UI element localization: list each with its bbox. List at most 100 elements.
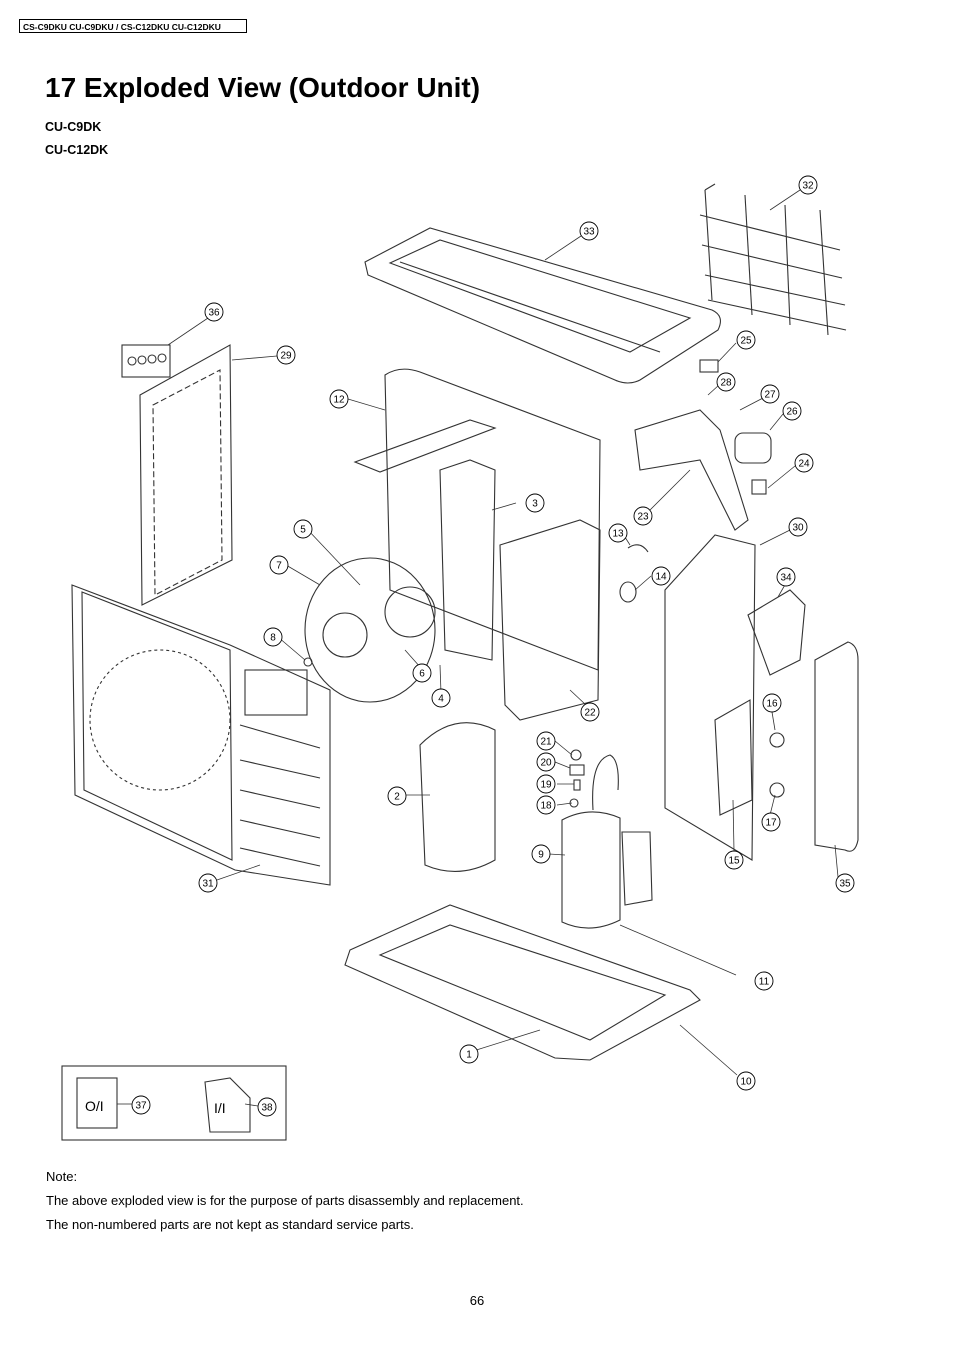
model-label-1: CU-C9DK: [45, 120, 102, 134]
svg-text:5: 5: [300, 525, 306, 536]
svg-text:9: 9: [538, 850, 544, 861]
terminal-screws: [127, 353, 167, 366]
accessories-box: [61, 1065, 287, 1141]
svg-text:12: 12: [333, 395, 345, 406]
svg-text:14: 14: [655, 572, 667, 583]
svg-text:7: 7: [276, 561, 282, 572]
electronic-controller: [751, 479, 767, 495]
model-label-2: CU-C12DK: [45, 143, 109, 157]
service-cover: [814, 641, 859, 852]
svg-text:4: 4: [438, 694, 444, 705]
svg-text:19: 19: [540, 780, 552, 791]
svg-text:17: 17: [765, 818, 777, 829]
header-model-box: CS-C9DKU CU-C9DKU / CS-C12DKU CU-C12DKU: [19, 19, 247, 33]
svg-text:27: 27: [764, 390, 776, 401]
callout-23: 23: [633, 506, 653, 526]
callout-6: 6: [412, 663, 432, 683]
callout-33: 33: [579, 221, 599, 241]
svg-text:28: 28: [720, 378, 732, 389]
callout-14: 14: [651, 566, 671, 586]
svg-text:36: 36: [208, 308, 220, 319]
valve-mounting-plate: [714, 699, 753, 816]
callout-1: 1: [459, 1044, 479, 1064]
svg-text:26: 26: [786, 407, 798, 418]
callout-19: 19: [536, 774, 556, 794]
callout-21: 21: [536, 731, 556, 751]
callout-8: 8: [263, 627, 283, 647]
svg-text:32: 32: [802, 181, 814, 192]
callout-24: 24: [794, 453, 814, 473]
svg-text:11: 11: [759, 977, 770, 988]
base-pan: [344, 904, 701, 1061]
callout-4: 4: [431, 688, 451, 708]
svg-text:3: 3: [532, 499, 538, 510]
svg-text:25: 25: [740, 336, 752, 347]
fan-and-motor: [304, 557, 436, 703]
svg-text:2: 2: [394, 792, 400, 803]
callout-22: 22: [580, 702, 600, 722]
page-title: 17 Exploded View (Outdoor Unit): [45, 72, 481, 103]
svg-text:1: 1: [466, 1050, 472, 1061]
callout-7: 7: [269, 555, 289, 575]
leader-lines: [117, 189, 839, 1107]
callout-34: 34: [776, 567, 796, 587]
callout-38: 38: [257, 1097, 277, 1117]
svg-text:34: 34: [780, 573, 792, 584]
rear-wire-guard: [699, 183, 847, 336]
terminal-cover: [569, 764, 585, 776]
callout-13: 13: [608, 523, 628, 543]
callout-11: 11: [754, 971, 774, 991]
note-line-2: The non-numbered parts are not kept as s…: [46, 1217, 414, 1232]
ii-booklet-label: I/I: [214, 1100, 226, 1116]
svg-text:8: 8: [270, 633, 276, 644]
svg-text:33: 33: [583, 227, 595, 238]
motor-bracket: [439, 459, 496, 661]
sensor-complete: [619, 581, 637, 603]
callout-9: 9: [531, 844, 551, 864]
condenser-coil: [353, 368, 601, 671]
note-line-1: The above exploded view is for the purpo…: [46, 1193, 524, 1208]
right-side-panel: [664, 534, 756, 861]
oi-booklet-label: O/I: [85, 1098, 104, 1114]
callout-31: 31: [198, 873, 218, 893]
svg-text:22: 22: [584, 708, 596, 719]
callout-26: 26: [782, 401, 802, 421]
callout-12: 12: [329, 389, 349, 409]
callout-16: 16: [762, 693, 782, 713]
handle: [747, 589, 806, 676]
callout-37: 37: [131, 1095, 151, 1115]
terminal: [699, 359, 719, 373]
callout-27: 27: [760, 384, 780, 404]
svg-text:30: 30: [792, 523, 804, 534]
top-panel: [364, 227, 721, 384]
svg-text:16: 16: [766, 699, 778, 710]
callout-29: 29: [276, 345, 296, 365]
grille-screw: [303, 657, 313, 667]
callout-30: 30: [788, 517, 808, 537]
left-side-panel: [139, 344, 233, 606]
callout-28: 28: [716, 372, 736, 392]
callout-17: 17: [761, 812, 781, 832]
callout-32: 32: [798, 175, 818, 195]
svg-text:10: 10: [740, 1077, 752, 1088]
svg-text:13: 13: [612, 529, 624, 540]
note-heading: Note:: [46, 1169, 78, 1184]
nut: [570, 749, 582, 761]
parts-drawing: [61, 183, 859, 1141]
callout-25: 25: [736, 330, 756, 350]
svg-text:31: 31: [202, 879, 214, 890]
svg-text:23: 23: [637, 512, 649, 523]
2-way-valve: [769, 782, 785, 798]
capacitor: [734, 432, 772, 464]
svg-text:20: 20: [540, 758, 552, 769]
svg-text:24: 24: [798, 459, 810, 470]
svg-text:15: 15: [728, 856, 740, 867]
sound-proof-material: [419, 722, 496, 872]
callout-18: 18: [536, 795, 556, 815]
page-number: 66: [469, 1293, 485, 1308]
svg-text:38: 38: [261, 1103, 273, 1114]
sensor-holder: [627, 544, 649, 553]
front-grille-panel: [71, 584, 331, 886]
gasket: [573, 779, 581, 791]
